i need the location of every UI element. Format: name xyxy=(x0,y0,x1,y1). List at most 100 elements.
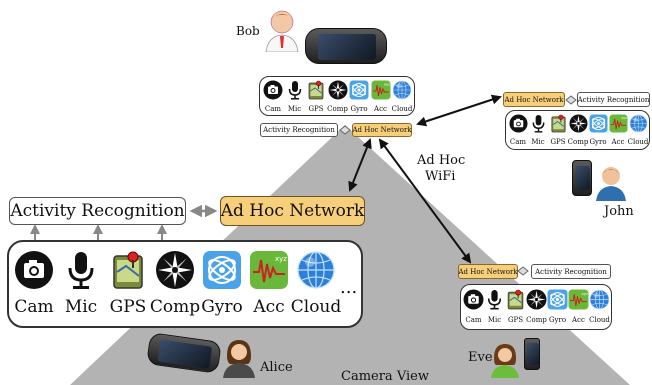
gps-map-icon xyxy=(306,80,326,104)
alice-activity-recognition: Activity Recognition xyxy=(9,197,186,225)
microphone-icon xyxy=(484,289,505,314)
bob-sensor-cloud: Cloud xyxy=(391,80,413,113)
john-sensor-label: Cam xyxy=(509,138,527,146)
eve-sensor-comp: Comp xyxy=(526,289,547,324)
bob-sensor-comp: Comp xyxy=(327,80,349,113)
eve-phone xyxy=(524,338,540,370)
compass-icon xyxy=(568,114,588,137)
accelerometer-icon: xyz xyxy=(568,289,589,314)
john-name: John xyxy=(604,204,634,219)
bob-ad-hoc-network: Ad Hoc Network xyxy=(352,123,412,137)
eve-sensor-label: Gyro xyxy=(548,316,567,324)
camera-icon xyxy=(508,114,528,137)
microphone-icon xyxy=(529,114,548,137)
svg-text:xyz: xyz xyxy=(275,255,287,263)
eve-ad-hoc-network: Ad Hoc Network xyxy=(458,264,518,279)
eve-sensor-cam: Cam xyxy=(463,289,484,324)
eve-avatar xyxy=(490,342,520,378)
link-bob-john xyxy=(416,94,502,127)
alice-sensor-cloud: Cloud xyxy=(291,250,341,317)
john-sensor-label: GPS xyxy=(550,138,566,146)
bob-activity-recognition: Activity Recognition xyxy=(260,123,338,137)
bob-phone xyxy=(305,28,387,64)
gyroscope-icon xyxy=(349,80,369,104)
eve-sensor-gps: GPS xyxy=(505,289,526,324)
alice-sensor-label: Acc xyxy=(253,297,285,317)
cloud-globe-icon xyxy=(296,250,336,294)
compass-icon xyxy=(155,250,195,294)
bob-sensor-mic: Mic xyxy=(284,80,306,113)
bob-sensor-label: GPS xyxy=(308,105,324,113)
alice-sensor-label: Mic xyxy=(64,297,98,317)
alice-sensor-label: Cam xyxy=(14,297,54,317)
camera-icon xyxy=(14,250,54,294)
microphone-icon xyxy=(285,80,305,104)
gps-map-icon xyxy=(505,289,526,314)
john-sensor-cloud: Cloud xyxy=(628,114,648,146)
eve-sensor-cloud: Cloud xyxy=(589,289,610,324)
bob-sensor-label: Acc xyxy=(374,105,387,113)
eve-sensor-label: Cam xyxy=(465,316,482,324)
john-ad-hoc-network: Ad Hoc Network xyxy=(503,92,565,107)
camera-view-label: Camera View xyxy=(341,369,429,384)
john-activity-recognition: Activity Recognition xyxy=(577,92,650,107)
alice-sensor-mic: Mic xyxy=(59,250,103,317)
gps-map-icon xyxy=(549,114,568,137)
bob-avatar xyxy=(262,8,302,53)
accelerometer-icon: xyz xyxy=(249,250,289,294)
alice-sensor-label: Gyro xyxy=(201,297,243,317)
bob-sensor-label: Mic xyxy=(287,105,302,113)
bob-sensor-gps: GPS xyxy=(305,80,327,113)
bob-sensor-label: Comp xyxy=(327,105,348,113)
alice-sensor-label: Cloud xyxy=(290,297,342,317)
eve-sensor-label: Mic xyxy=(487,316,502,324)
link-bob-eve xyxy=(378,138,472,264)
eve-sensor-mic: Mic xyxy=(484,289,505,324)
cloud-globe-icon xyxy=(629,114,648,137)
svg-text:xyz: xyz xyxy=(582,292,588,296)
compass-icon xyxy=(526,289,547,314)
bob-sensor-gyro: Gyro xyxy=(348,80,370,113)
link-label-line1: Ad Hoc xyxy=(417,153,466,168)
accelerometer-icon: xyz xyxy=(371,80,391,104)
alice-ad-hoc-network: Ad Hoc Network xyxy=(220,196,365,226)
bob-sensor-label: Gyro xyxy=(350,105,368,113)
compass-icon xyxy=(328,80,348,104)
svg-text:xyz: xyz xyxy=(384,83,390,87)
eve-sensor-label: Cloud xyxy=(589,316,610,324)
john-sensor-label: Mic xyxy=(531,138,545,146)
eve-sensor-gyro: Gyro xyxy=(547,289,568,324)
alice-sensor-label: Comp xyxy=(149,297,201,317)
alice-avatar xyxy=(221,338,257,378)
john-sensor-gps: GPS xyxy=(548,114,568,146)
eve-name: Eve xyxy=(468,350,493,365)
bob-sensor-label: Cloud xyxy=(391,105,413,113)
eve-sensor-label: Acc xyxy=(572,316,585,324)
gps-map-icon xyxy=(108,250,148,294)
accelerometer-icon: xyz xyxy=(608,114,628,137)
alice-sensor-gps: GPS xyxy=(106,250,150,317)
alice-sensor-label: GPS xyxy=(109,297,147,317)
bob-sensor-label: Cam xyxy=(264,105,282,113)
john-sensor-label: Acc xyxy=(611,138,625,146)
bob-sensor-cam: Cam xyxy=(262,80,284,113)
eve-sensor-label: Comp xyxy=(526,316,547,324)
john-sensor-mic: Mic xyxy=(528,114,548,146)
john-sensor-label: Gyro xyxy=(589,138,607,146)
eve-diamond xyxy=(517,266,529,276)
alice-sensor-cam: Cam xyxy=(12,250,56,317)
eve-activity-recognition: Activity Recognition xyxy=(531,264,611,279)
camera-icon xyxy=(463,289,484,314)
svg-text:xyz: xyz xyxy=(621,116,627,120)
john-sensor-label: Comp xyxy=(567,138,589,146)
john-sensor-label: Cloud xyxy=(627,138,649,146)
camera-icon xyxy=(263,80,283,104)
